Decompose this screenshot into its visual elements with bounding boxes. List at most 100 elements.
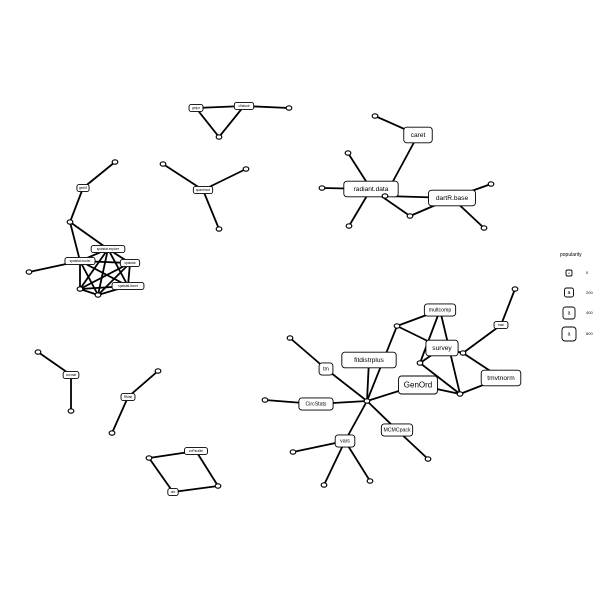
node-label: spatstat.model: [70, 259, 91, 263]
node-point: [363, 398, 371, 404]
edge: [107, 248, 129, 287]
node-box: [119, 258, 141, 268]
node-point: [261, 397, 269, 403]
node-q1: quantmod: [192, 185, 214, 195]
node-caret: caret: [403, 126, 433, 144]
node-dot: dot: [167, 487, 179, 497]
node-box: [425, 339, 459, 357]
node-point: [94, 292, 102, 298]
node-label: spatstat.explore: [97, 247, 120, 251]
legend-tick-label: 200: [586, 290, 593, 295]
edge: [500, 288, 516, 326]
legend-tick-label: 0: [586, 270, 589, 275]
node-label: caret: [411, 132, 426, 139]
node-sp3: spatstat.linnet: [111, 281, 145, 291]
nodes-layer: gmjor cflatsub quantmod caret radiant.data da…: [25, 101, 522, 497]
edge: [127, 370, 159, 398]
node-fit: fitdistrplus: [341, 351, 397, 369]
node-spx: spatstat.explore: [90, 244, 126, 254]
node-point: [67, 408, 75, 414]
node-spat: spatstat.model: [64, 256, 96, 266]
node-label: train: [498, 323, 504, 327]
node-label: multcomp: [429, 308, 452, 314]
node-gm: geeM: [76, 183, 90, 193]
node-point: [456, 391, 464, 397]
node-box: [341, 351, 397, 369]
edge: [218, 105, 245, 138]
node-genord: GenOrd: [398, 375, 438, 395]
node-zoo: zoParallel: [184, 446, 208, 456]
node-label: RMarl: [124, 395, 133, 399]
node-point: [242, 166, 250, 172]
node-multi: multcomp: [423, 303, 457, 317]
edge: [79, 262, 131, 290]
edge: [82, 161, 116, 189]
edge: [195, 450, 219, 487]
edge: [344, 440, 371, 482]
node-box: [298, 397, 334, 411]
edge: [111, 396, 129, 434]
node-label: tm: [323, 367, 329, 373]
node-sp2: spatstat: [119, 258, 141, 268]
node-box: [380, 423, 414, 437]
node-box: [192, 185, 214, 195]
node-box: [334, 434, 356, 448]
node-box: [64, 256, 96, 266]
node-point: [34, 349, 42, 355]
node-point: [459, 350, 467, 356]
node-cvm: covmat: [62, 370, 80, 380]
edge: [419, 309, 441, 364]
node-point: [214, 483, 222, 489]
node-label: GenOrd: [404, 380, 432, 389]
node-point: [25, 269, 33, 275]
edge: [202, 189, 220, 230]
node-point: [511, 286, 519, 292]
edge: [69, 221, 81, 262]
node-box: [90, 244, 126, 254]
node-tm: tm: [318, 362, 334, 376]
edge: [97, 262, 131, 296]
node-tmvt: tmvtnorm: [480, 369, 522, 387]
edge: [69, 187, 84, 223]
edge: [344, 400, 368, 442]
edge: [325, 368, 368, 402]
node-box: [111, 281, 145, 291]
node-point: [406, 213, 414, 219]
node-vars: vars: [334, 434, 356, 448]
node-box: [493, 320, 509, 330]
node-label: survey: [432, 345, 452, 352]
node-box: [188, 103, 204, 113]
node-label: radiant.data: [354, 186, 389, 193]
edge: [79, 248, 109, 290]
node-point: [416, 360, 424, 366]
node-box: [343, 180, 399, 198]
node-box: [167, 487, 179, 497]
node-label: vars: [340, 439, 350, 445]
node-box: [62, 370, 80, 380]
node-point: [393, 323, 401, 329]
edge: [148, 457, 174, 493]
legend-item-0: a 0: [565, 269, 589, 277]
node-point: [318, 185, 326, 191]
edge: [79, 260, 129, 287]
node-label: dot: [171, 490, 176, 494]
node-label: CircStats: [305, 402, 326, 408]
node-label: gmjor: [192, 106, 201, 110]
node-mcmc: MCMCpack: [380, 423, 414, 437]
node-point: [480, 225, 488, 231]
node-box: [233, 101, 255, 111]
edge: [172, 485, 219, 493]
node-point: [285, 105, 293, 111]
node-box: [428, 189, 476, 207]
legend-title: popularity: [560, 252, 582, 258]
legend-item-2: a 400: [562, 306, 593, 320]
edge: [162, 163, 204, 191]
node-dart: dartR.base: [428, 189, 476, 207]
node-point: [154, 368, 162, 374]
node-box: [480, 369, 522, 387]
node-label: geeM: [79, 186, 87, 190]
node-point: [344, 150, 352, 156]
node-label: cflatsub: [239, 104, 250, 108]
node-box: [403, 126, 433, 144]
node-point: [215, 134, 223, 140]
